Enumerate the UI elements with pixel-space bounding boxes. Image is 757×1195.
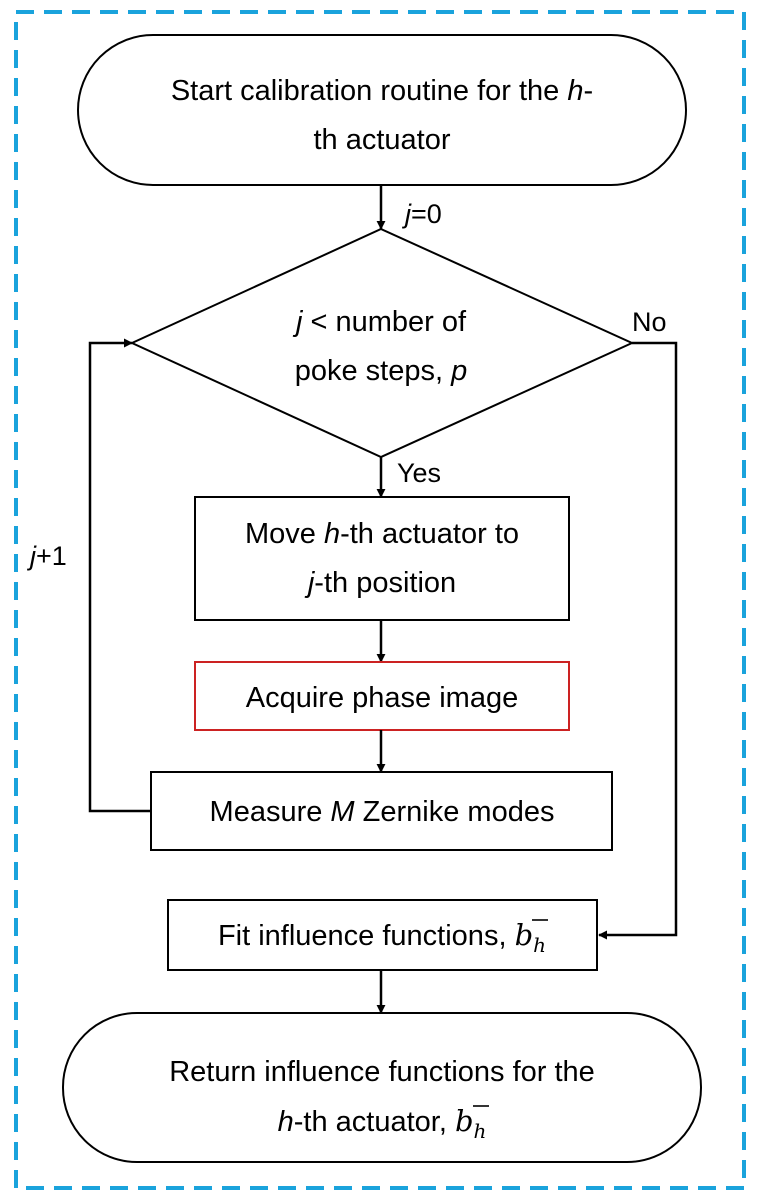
no-label: No [632, 307, 667, 337]
dashed-frame [14, 10, 746, 1190]
decision-text-line2: poke steps, p [295, 355, 468, 387]
loop-label: j+1 [26, 541, 67, 571]
decision-text-line1: j < number of [292, 306, 467, 338]
init-label: j=0 [401, 199, 442, 229]
start-text-line1: Start calibration routine for the h- [171, 75, 593, 107]
move-text-line2: j-th position [304, 567, 456, 599]
decision-diamond [129, 227, 635, 459]
fit-influence-box [167, 899, 598, 971]
acquire-phase-image-box [194, 661, 570, 731]
yes-label: Yes [397, 458, 441, 488]
move-text-line1: Move h-th actuator to [245, 518, 519, 550]
arrow-no-branch [598, 341, 678, 940]
acquire-text: Acquire phase image [246, 682, 518, 714]
measure-text: Measure M Zernike modes [210, 796, 555, 828]
end-text-line2: h-th actuator, bh [278, 1104, 487, 1143]
fit-text: Fit influence functions, bh [218, 918, 546, 957]
start-terminator [77, 34, 687, 186]
arrow-loop-back [88, 338, 151, 813]
end-terminator [62, 1012, 702, 1163]
start-text-line2: th actuator [313, 124, 450, 156]
move-actuator-box [194, 496, 570, 621]
end-text-line1: Return influence functions for the [169, 1056, 595, 1088]
